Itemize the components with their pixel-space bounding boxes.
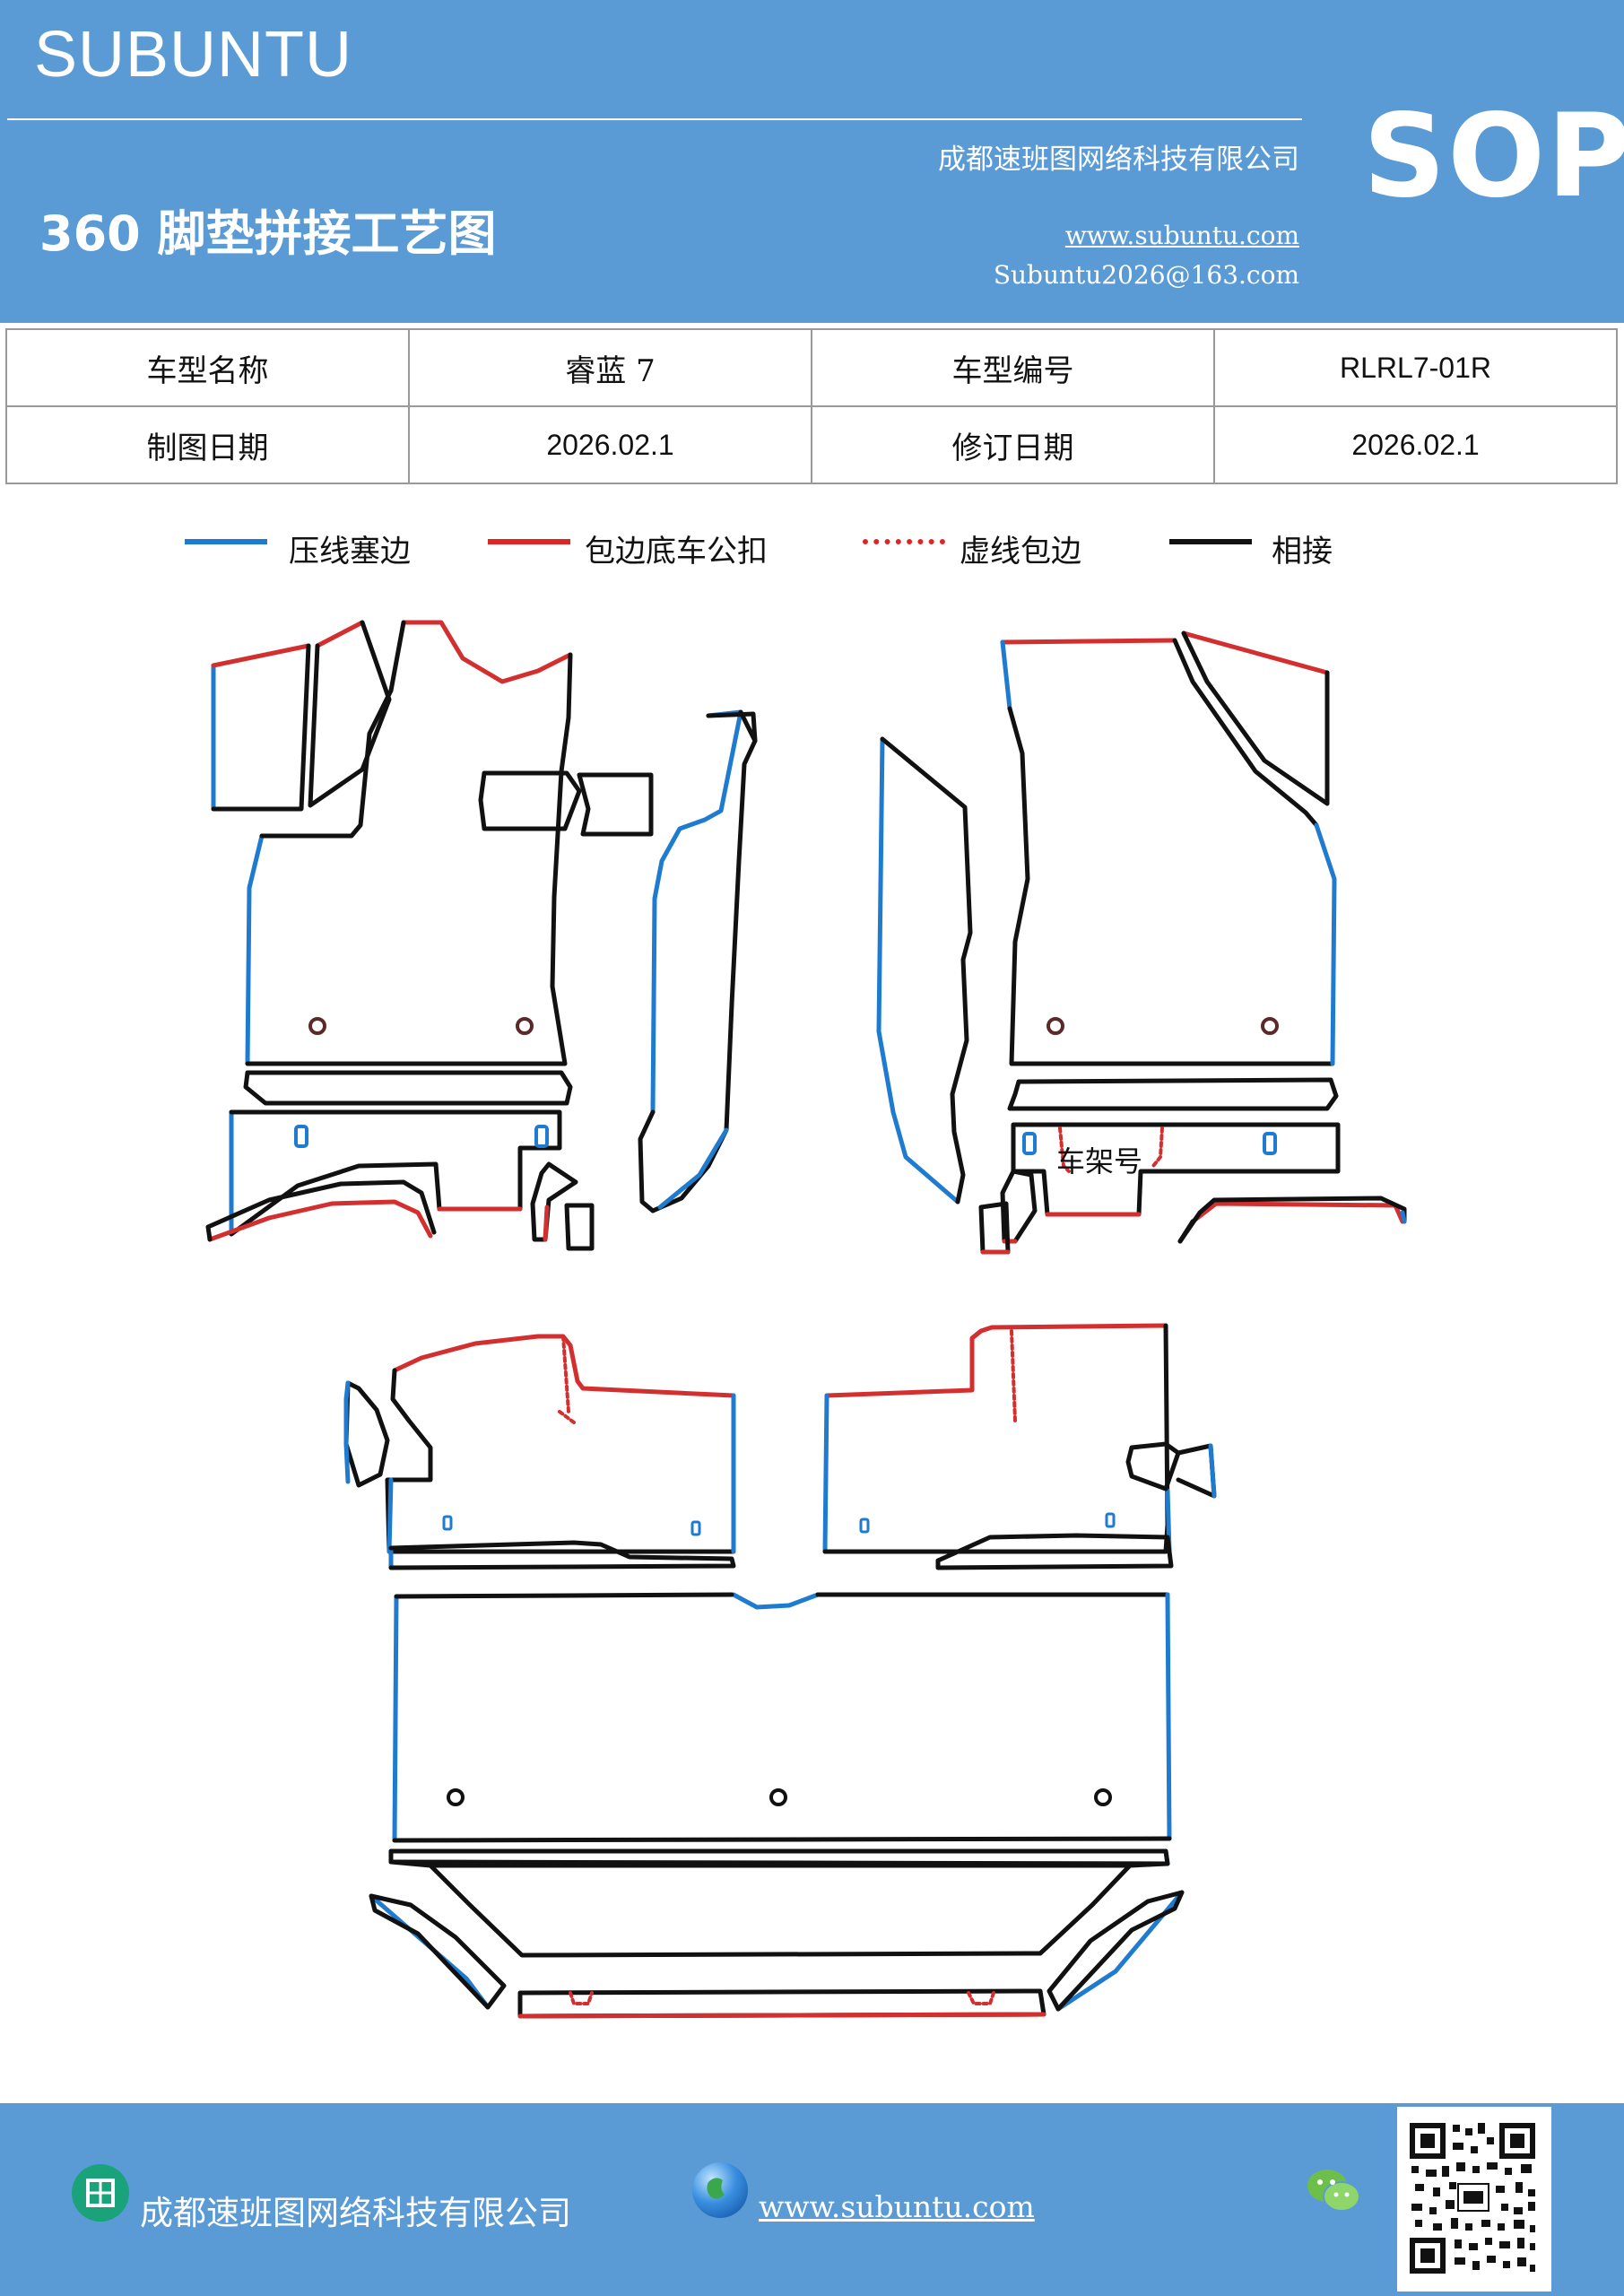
- legend-label: 包边底车公扣: [585, 534, 768, 570]
- rear-main-mat-group: [369, 1592, 1185, 2019]
- model-name-value: 睿蓝 7: [408, 328, 812, 407]
- document-title: 360 脚垫拼接工艺图: [39, 205, 497, 262]
- qr-code: [1397, 2107, 1551, 2292]
- frame-number-label: 车架号: [1056, 1144, 1142, 1178]
- model-code-value: RLRL7-01R: [1213, 328, 1618, 407]
- globe-icon: [692, 2162, 748, 2218]
- revision-date-value: 2026.02.1: [1213, 405, 1618, 484]
- draw-date-value: 2026.02.1: [408, 405, 812, 484]
- vehicle-info-table: 车型名称 睿蓝 7 车型编号 RLRL7-01R 制图日期 2026.02.1 …: [5, 328, 1618, 484]
- header-company-name: 成都速班图网络科技有限公司: [938, 144, 1299, 176]
- header-email[interactable]: Subuntu2026@163.com: [993, 260, 1299, 290]
- legend-swatch: [1169, 539, 1252, 544]
- footer-website-link[interactable]: www.subuntu.com: [759, 2189, 1035, 2224]
- page-footer: 成都速班图网络科技有限公司 www.subuntu.com: [0, 2103, 1624, 2296]
- page-header: SUBUNTU SOP 成都速班图网络科技有限公司 360 脚垫拼接工艺图 ww…: [0, 0, 1624, 323]
- footer-company-name: 成都速班图网络科技有限公司: [140, 2194, 571, 2232]
- header-divider: [7, 118, 1302, 120]
- revision-date-label: 修订日期: [811, 405, 1215, 484]
- line-legend: 压线塞边 包边底车公扣 虚线包边 相接: [0, 525, 1624, 570]
- legend-swatch: [185, 539, 267, 544]
- model-code-label: 车型编号: [811, 328, 1215, 407]
- draw-date-label: 制图日期: [5, 405, 410, 484]
- table-row: 制图日期 2026.02.1 修订日期 2026.02.1: [5, 405, 1618, 484]
- front-right-mat-group: [876, 631, 1407, 1255]
- wechat-icon: [1302, 2164, 1365, 2218]
- model-name-label: 车型名称: [5, 328, 410, 407]
- rear-right-mat-group: [822, 1323, 1217, 1570]
- brand-name: SUBUNTU: [34, 19, 353, 91]
- legend-label: 虚线包边: [960, 534, 1081, 570]
- sop-badge: SOP: [1363, 90, 1624, 223]
- legend-label: 压线塞边: [289, 534, 411, 570]
- rear-left-mat-group: [343, 1334, 736, 1570]
- header-website-link[interactable]: www.subuntu.com: [1064, 221, 1299, 250]
- legend-swatch: [863, 539, 945, 544]
- legend-label: 相接: [1272, 534, 1333, 570]
- building-icon: [72, 2164, 129, 2222]
- legend-swatch: [488, 539, 570, 544]
- table-row: 车型名称 睿蓝 7 车型编号 RLRL7-01R: [5, 328, 1618, 407]
- front-left-mat-group: [205, 620, 758, 1251]
